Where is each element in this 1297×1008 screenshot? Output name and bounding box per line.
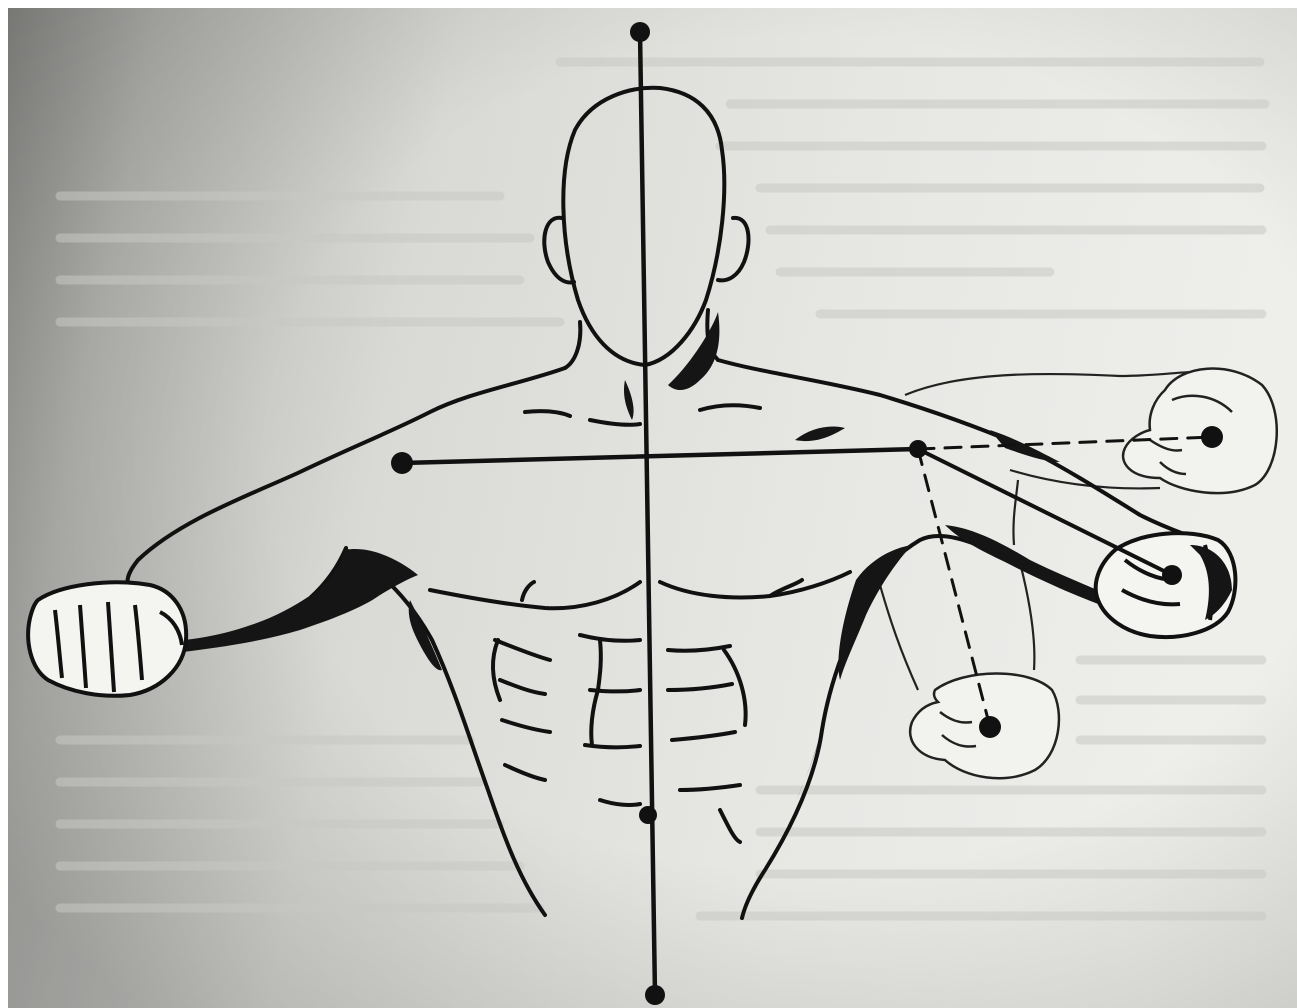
marker-navel	[639, 806, 657, 824]
marker-bottom	[645, 985, 665, 1005]
white-left-border	[0, 0, 8, 1008]
fist-left	[28, 582, 186, 695]
marker-fist-low	[979, 716, 1001, 738]
marker-fist-punch	[1162, 565, 1182, 585]
marker-fist-high	[1201, 426, 1223, 448]
marker-top	[630, 22, 650, 42]
marker-right-shoulder	[909, 440, 927, 458]
white-top-border	[0, 0, 1297, 8]
marker-left-shoulder	[391, 452, 413, 474]
